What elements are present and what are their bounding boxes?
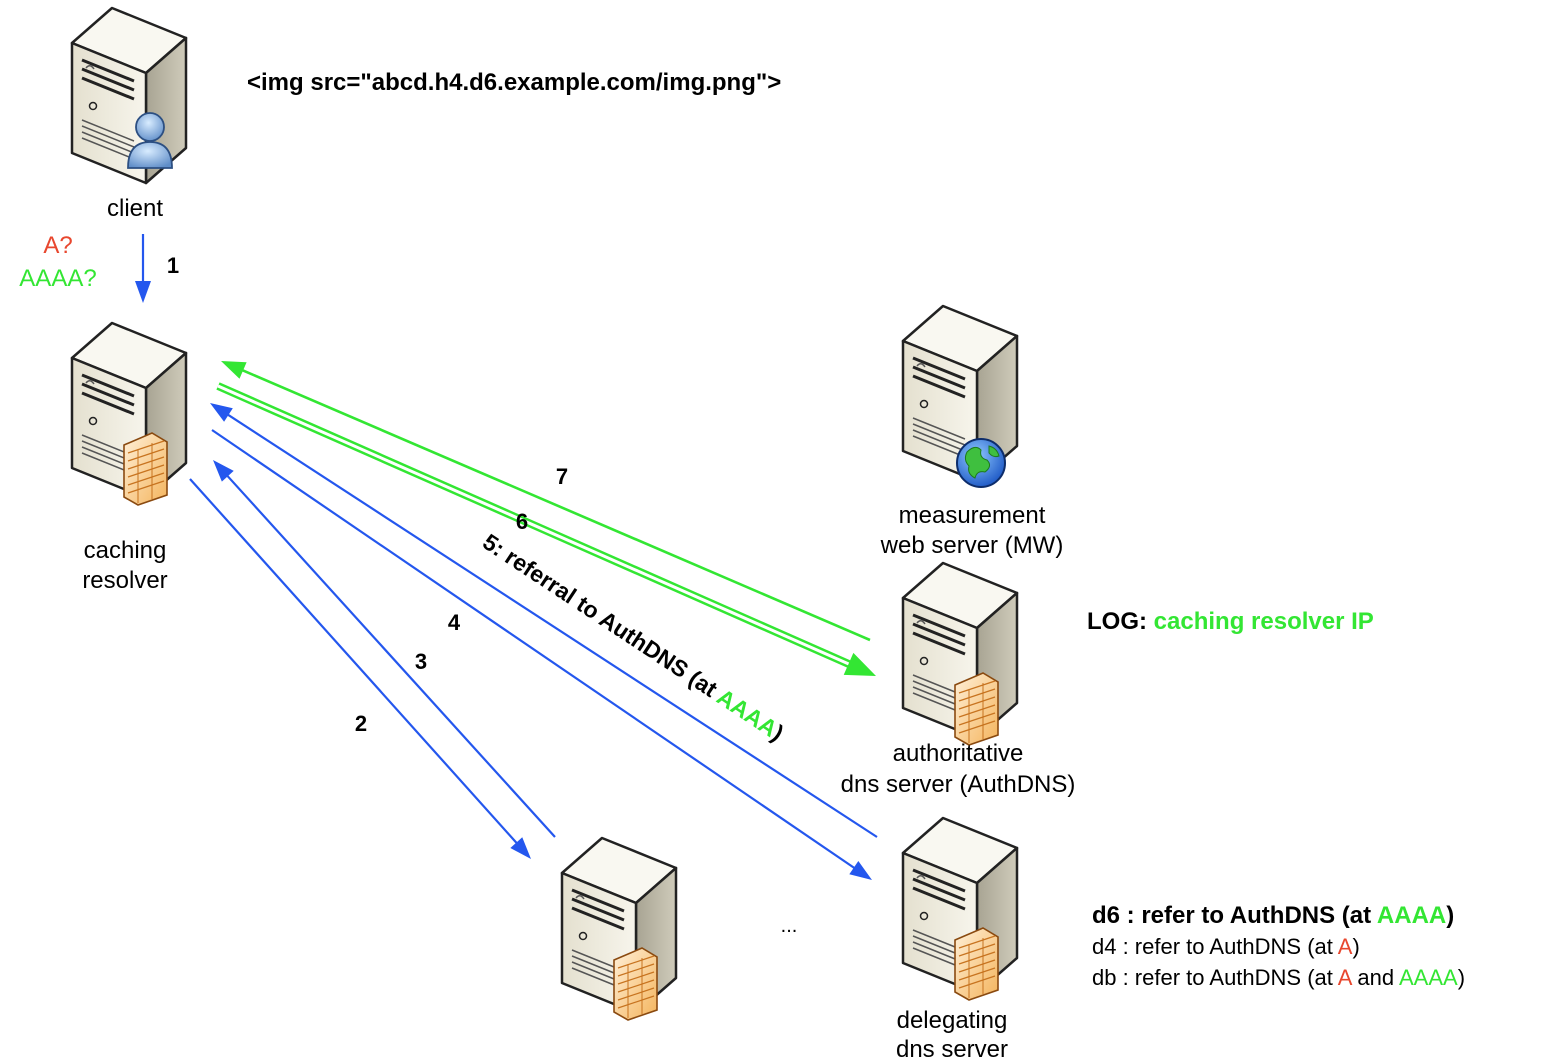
- measurement-server-label-line2: web server (MW): [880, 532, 1064, 559]
- legend-d4-suffix: ): [1352, 934, 1359, 959]
- arrow-1: [135, 234, 151, 303]
- delegating-server-label-line2: dns server: [896, 1036, 1008, 1061]
- query-a: A?: [43, 232, 72, 259]
- measurement-server-label-line1: measurement: [899, 502, 1046, 529]
- step-5-aaaa: AAAA: [712, 683, 782, 741]
- legend-d4-prefix: d4 : refer to AuthDNS (at: [1092, 934, 1338, 959]
- firewall-icon: [613, 947, 658, 1021]
- delegating-server-icon: [901, 816, 1019, 1001]
- servers: [70, 6, 1019, 1021]
- img-tag-text: <img src="abcd.h4.d6.example.com/img.png…: [247, 69, 781, 96]
- firewall-icon: [954, 672, 999, 746]
- arrow-4: [211, 429, 872, 880]
- step-4-label: 4: [448, 610, 461, 635]
- arrow-2: [189, 478, 531, 859]
- legend-d6-suffix: ): [1446, 902, 1454, 929]
- log-prefix: LOG:: [1087, 608, 1147, 635]
- ellipsis: ...: [781, 915, 798, 937]
- message-arrows: [135, 234, 878, 880]
- arrow-7: [221, 361, 871, 642]
- legend-db-middle: and: [1351, 965, 1399, 990]
- legend-db-aaaa: AAAA: [1399, 965, 1458, 990]
- legend-d6-prefix: d6 : refer to AuthDNS (at: [1092, 902, 1377, 929]
- user-icon: [127, 112, 173, 169]
- step-7-label: 7: [556, 464, 568, 489]
- caching-resolver-label-line1: caching: [84, 537, 167, 564]
- legend-db: db : refer to AuthDNS (at A and AAAA): [1092, 965, 1465, 990]
- step-1-label: 1: [167, 253, 179, 278]
- legend-db-suffix: ): [1458, 965, 1465, 990]
- step-3-label: 3: [415, 649, 427, 674]
- auth-server-label-line2: dns server (AuthDNS): [841, 771, 1076, 798]
- firewall-icon: [123, 432, 168, 506]
- query-aaaa: AAAA?: [19, 265, 96, 292]
- arrow-3: [213, 460, 556, 838]
- client-label: client: [107, 195, 163, 222]
- log-line: LOG: caching resolver IP: [1087, 608, 1374, 635]
- step-6-label: 6: [516, 509, 528, 534]
- globe-icon: [956, 438, 1006, 488]
- legend-d6-aaaa: AAAA: [1377, 902, 1446, 929]
- client-server-icon: [70, 6, 188, 185]
- auth-server-label-line1: authoritative: [893, 740, 1024, 767]
- legend-d4: d4 : refer to AuthDNS (at A): [1092, 934, 1360, 959]
- other-dns-server-icon: [560, 836, 678, 1021]
- step-2-label: 2: [355, 711, 367, 736]
- arrow-5: [210, 403, 878, 838]
- measurement-server-icon: [901, 304, 1019, 488]
- arrow-6: [216, 382, 876, 676]
- auth-server-icon: [901, 561, 1019, 746]
- caching-resolver-label-line2: resolver: [82, 567, 167, 594]
- caching-resolver-server-icon: [70, 321, 188, 506]
- legend-d4-a: A: [1338, 934, 1353, 959]
- legend-db-prefix: db : refer to AuthDNS (at: [1092, 965, 1338, 990]
- log-value: caching resolver IP: [1154, 608, 1374, 635]
- firewall-icon: [954, 927, 999, 1001]
- step-5-label: 5: referral to AuthDNS (at AAAA): [478, 528, 788, 746]
- legend-d6: d6 : refer to AuthDNS (at AAAA): [1092, 902, 1454, 929]
- delegating-server-label-line1: delegating: [897, 1007, 1008, 1034]
- legend-db-a: A: [1338, 965, 1353, 990]
